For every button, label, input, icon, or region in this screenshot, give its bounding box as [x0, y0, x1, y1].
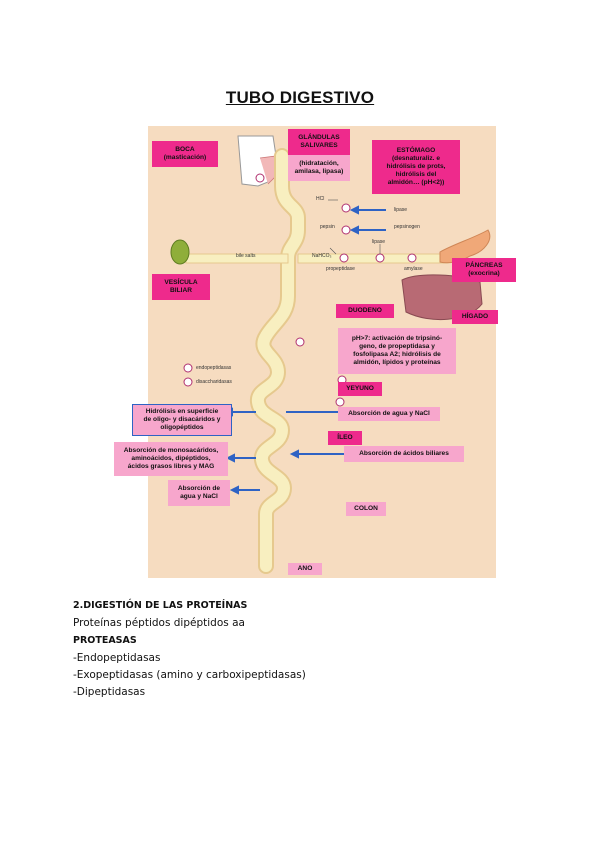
label-absorcion-monosacaridos: Absorción de monosacáridos, aminoácidos,… [114, 442, 228, 476]
list-item: -Exopeptidasas (amino y carboxipeptidasa… [73, 669, 306, 681]
arrowhead-lipase [349, 205, 359, 215]
label-ileo: ÍLEO [328, 431, 362, 445]
arrowhead-pepsinogen [349, 225, 359, 235]
text-pepsin: pepsin [320, 224, 335, 230]
legend-disaccharidasas: disaccharidasas [196, 379, 232, 385]
label-estomago: ESTÓMAGO (desnaturaliz. e hidrólisis de … [372, 140, 460, 194]
text-pepsinogen: pepsinogen [394, 224, 420, 230]
proteasas-heading: PROTEASAS [73, 635, 137, 646]
list-item: -Dipeptidasas [73, 686, 146, 698]
text-lipase-stomach: lipase [394, 207, 408, 213]
body-line-1: Proteínas péptidos dipéptidos aa [73, 617, 245, 629]
liver [401, 274, 483, 321]
marker-amylase [407, 253, 417, 263]
label-absorcion-agua-1: Absorción de agua y NaCl [338, 407, 440, 421]
digestive-tract-drawing [170, 135, 491, 574]
label-pancreas: PÁNCREAS (exocrina) [452, 258, 516, 282]
label-ano: ANO [288, 563, 322, 575]
marker-lipase [375, 253, 385, 263]
text-propeptidase: propeptidase [326, 266, 355, 272]
marker-stomach-1 [341, 203, 351, 213]
label-yeyuno: YEYUNO [338, 382, 382, 396]
gut-tube [252, 150, 304, 572]
marker-duodeno [295, 337, 305, 347]
label-higado: HÍGADO [452, 310, 498, 324]
nahco3-line [329, 247, 337, 255]
marker-yeyuno-2 [335, 397, 345, 407]
legend-endopeptidasas: endopeptidasas [196, 365, 232, 371]
text-lipase-pancreas: lipase [372, 239, 386, 245]
label-colon: COLON [346, 502, 386, 516]
pancreas-organ [439, 229, 491, 264]
arrowhead-absorcion-biliares [289, 449, 299, 459]
label-glandulas-salivares: GLÁNDULAS SALIVARES [288, 129, 350, 155]
legend-endopeptidasas-marker [183, 363, 193, 373]
label-ph-activation: pH>7: activación de tripsinó- geno, de p… [338, 328, 456, 374]
arrowhead-absorcion-mono [225, 453, 235, 463]
digestive-tract-diagram: BOCA (masticación) GLÁNDULAS SALIVARES (… [114, 126, 516, 578]
list-item: -Endopeptidasas [73, 652, 161, 664]
label-glandulas-desc: (hidratación, amilasa, lipasa) [288, 155, 350, 181]
label-absorcion-biliares: Absorción de ácidos biliares [344, 446, 464, 462]
text-bile-salts: bile salts [236, 253, 256, 259]
text-amylase: amylase [404, 266, 423, 272]
section-heading: 2.DIGESTIÓN DE LAS PROTEÍNAS [73, 600, 248, 611]
text-nahco3: NaHCO₃ [312, 253, 332, 259]
page-title: TUBO DIGESTIVO [225, 88, 375, 107]
label-vesicula-biliar: VESÍCULA BILIAR [152, 274, 210, 300]
label-duodeno: DUODENO [336, 304, 394, 318]
arrowhead-absorcion-agua-2 [229, 485, 239, 495]
marker-mouth [255, 173, 265, 183]
legend-disaccharidasas-marker [183, 377, 193, 387]
marker-stomach-2 [341, 225, 351, 235]
gallbladder [170, 239, 190, 265]
text-hcl: HCl [316, 196, 325, 202]
label-boca: BOCA (masticación) [152, 141, 218, 167]
label-hidrolisis: Hidrólisis en superficie de oligo- y dis… [132, 404, 232, 436]
label-absorcion-agua-2: Absorción de agua y NaCl [168, 480, 230, 506]
marker-propeptidase [339, 253, 349, 263]
